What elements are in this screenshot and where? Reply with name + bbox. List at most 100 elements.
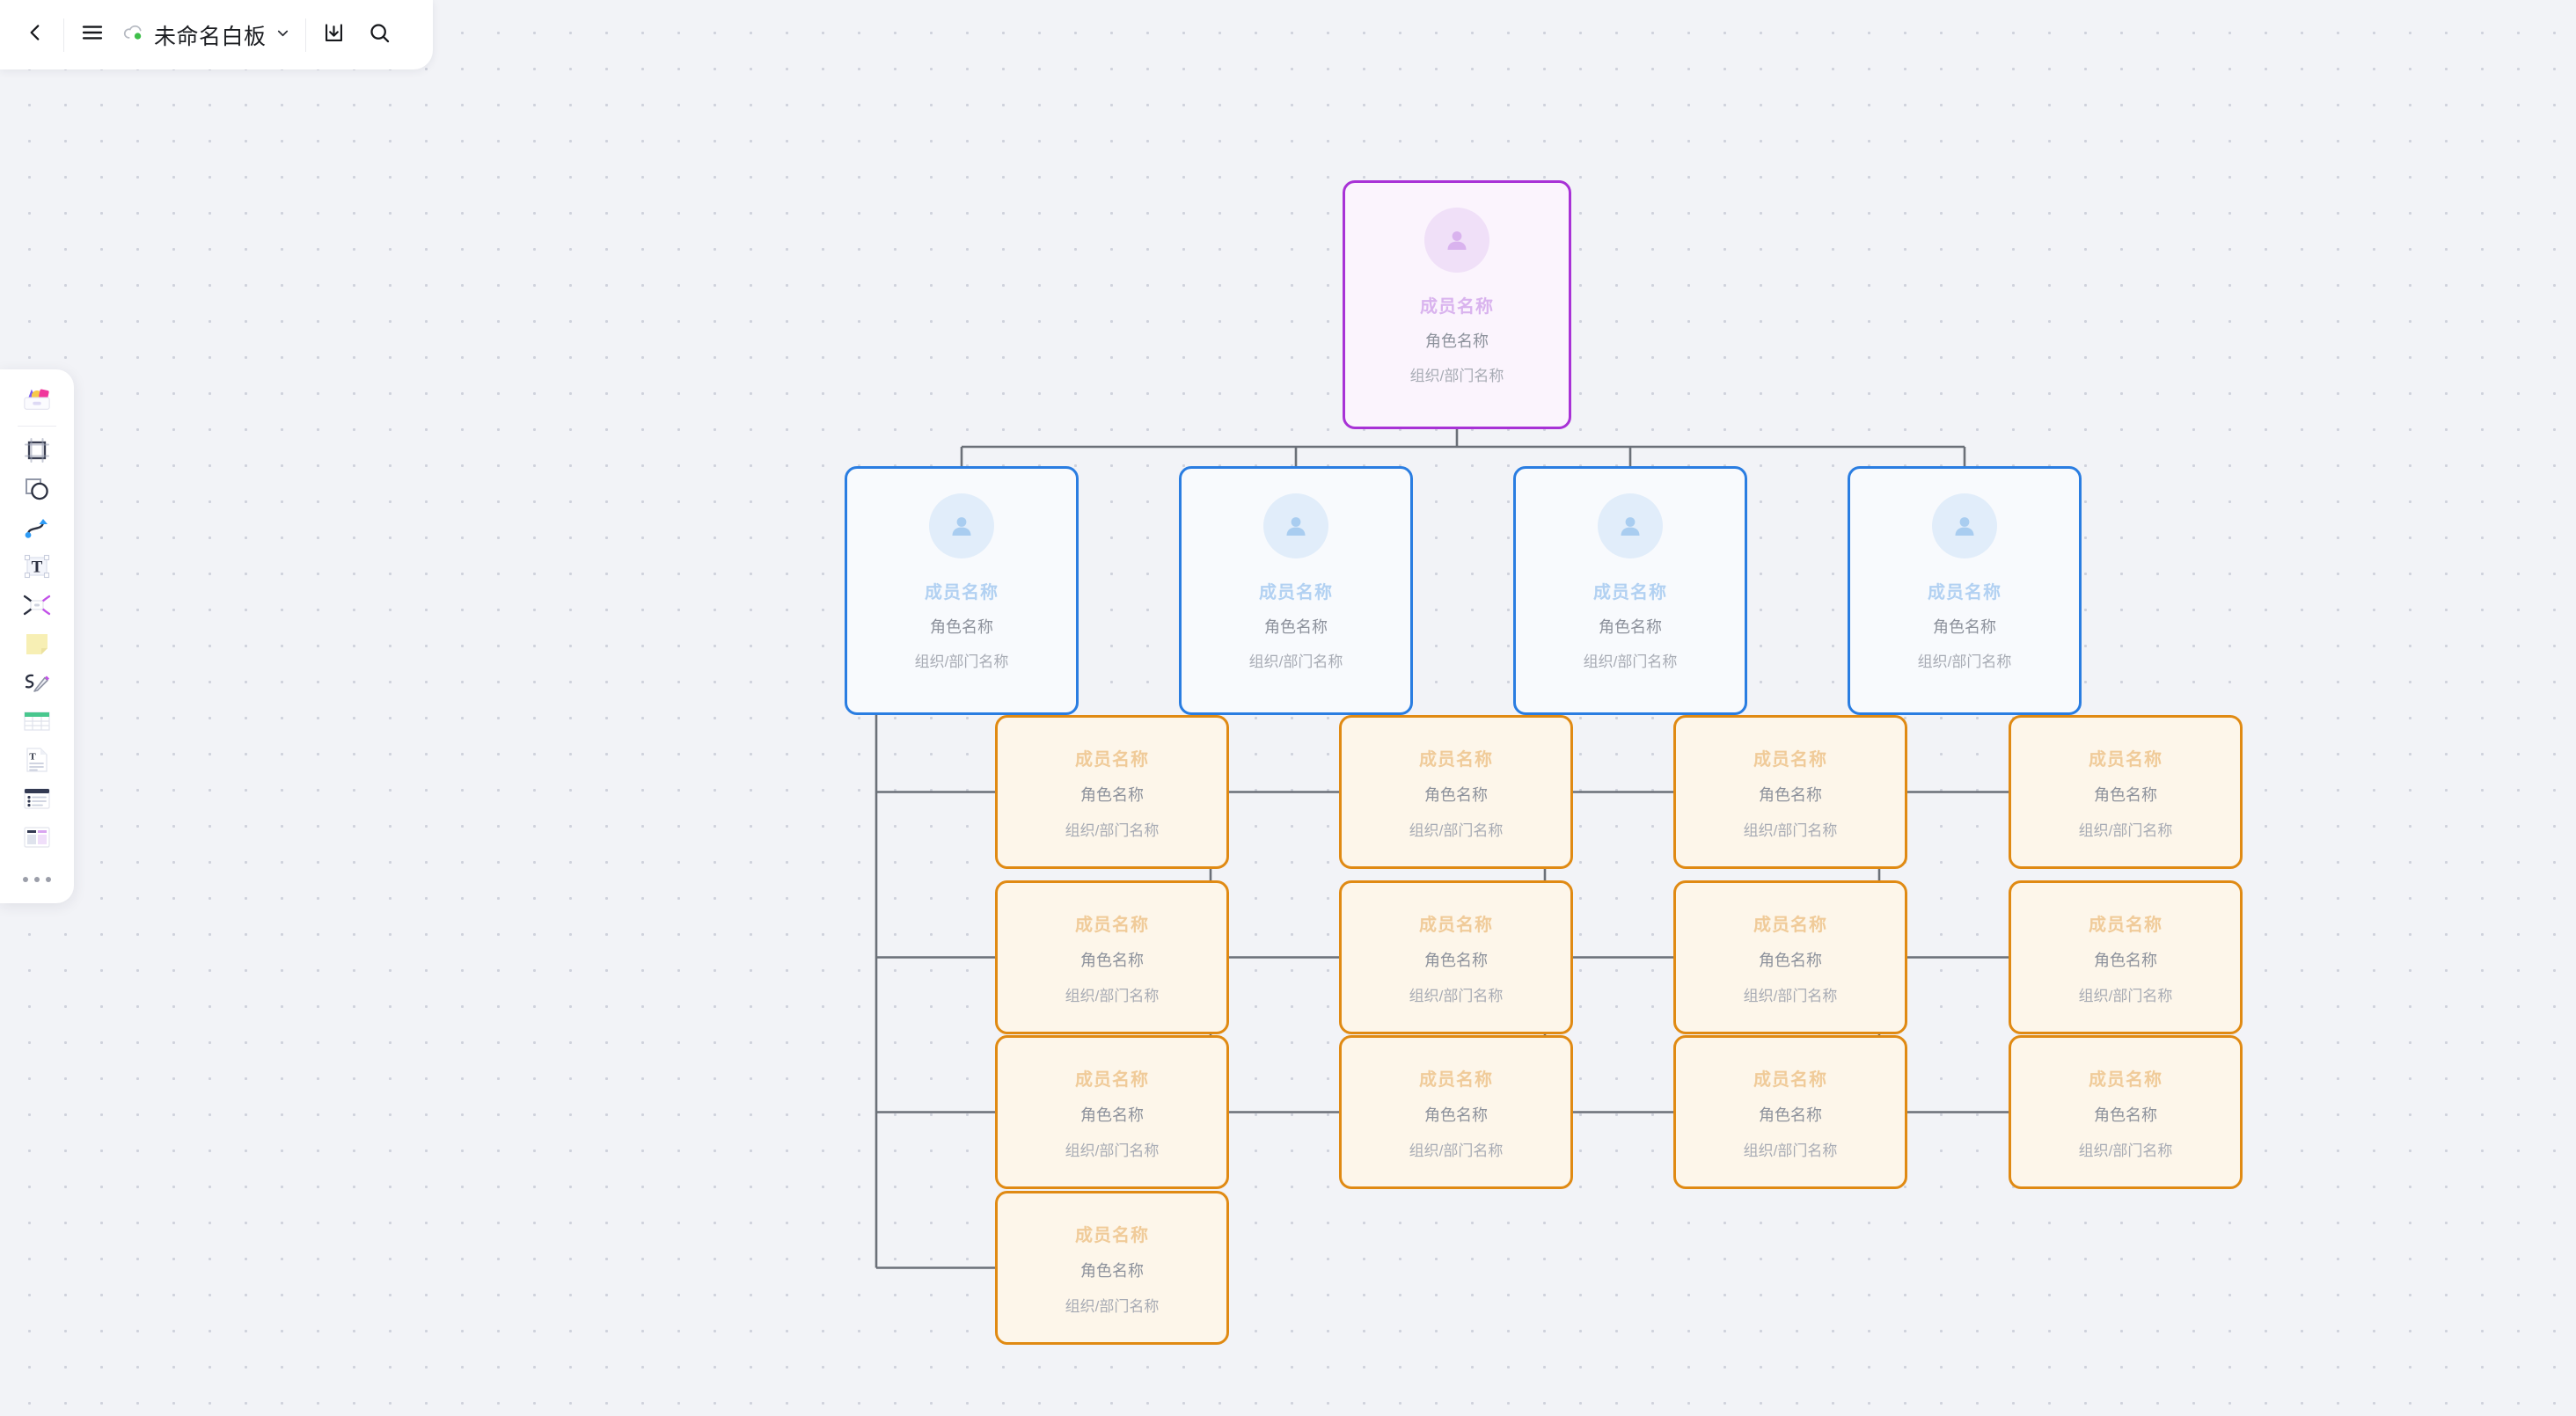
node-member-name: 成员名称 (1753, 1069, 1827, 1090)
curve-arrow-icon (22, 514, 52, 546)
chevron-down-icon[interactable] (274, 25, 291, 46)
frame-icon (22, 435, 52, 470)
sticky-note-icon-button[interactable] (9, 627, 65, 664)
node-org-name: 组织/部门名称 (1409, 368, 1504, 384)
node-member-name: 成员名称 (1075, 915, 1149, 935)
org-node-l3-1-3[interactable]: 成员名称角色名称组织/部门名称 (995, 1035, 1229, 1189)
text-box-icon: T (22, 552, 52, 585)
node-role-name: 角色名称 (1933, 618, 1996, 636)
node-member-name: 成员名称 (1075, 749, 1149, 770)
node-role-name: 角色名称 (1424, 785, 1488, 804)
org-node-l2-3[interactable]: 成员名称角色名称组织/部门名称 (1513, 466, 1747, 715)
node-role-name: 角色名称 (1080, 1106, 1144, 1124)
document-title-group[interactable]: 未命名白板 (115, 12, 300, 58)
node-role-name: 角色名称 (1080, 785, 1144, 804)
frame-icon-button[interactable] (9, 434, 65, 471)
table-icon (22, 709, 52, 738)
node-member-name: 成员名称 (1419, 915, 1493, 935)
org-node-l2-1[interactable]: 成员名称角色名称组织/部门名称 (845, 466, 1079, 715)
connector-node-icon (21, 592, 53, 623)
node-org-name: 组织/部门名称 (1065, 1297, 1160, 1315)
node-role-name: 角色名称 (1759, 951, 1822, 969)
org-node-l3-2-2[interactable]: 成员名称角色名称组织/部门名称 (1339, 880, 1573, 1034)
more-dot-3 (46, 877, 51, 882)
table-icon-button[interactable] (9, 704, 65, 741)
doc-text-icon-button[interactable]: T (9, 743, 65, 780)
org-node-l3-3-2[interactable]: 成员名称角色名称组织/部门名称 (1673, 880, 1907, 1034)
node-role-name: 角色名称 (2094, 1106, 2157, 1124)
node-org-name: 组织/部门名称 (1917, 653, 2012, 670)
node-role-name: 角色名称 (930, 618, 993, 636)
avatar (1598, 493, 1663, 558)
node-role-name: 角色名称 (2094, 951, 2157, 969)
node-member-name: 成员名称 (1753, 749, 1827, 770)
node-role-name: 角色名称 (1080, 1261, 1144, 1280)
node-member-name: 成员名称 (1419, 749, 1493, 770)
pen-scribble-icon-button[interactable] (9, 666, 65, 703)
document-title: 未命名白板 (154, 24, 267, 49)
node-org-name: 组织/部门名称 (1409, 1142, 1504, 1159)
kanban-icon-button[interactable] (9, 821, 65, 858)
node-role-name: 角色名称 (1759, 785, 1822, 804)
org-node-l3-4-3[interactable]: 成员名称角色名称组织/部门名称 (2009, 1035, 2243, 1189)
avatar (1932, 493, 1997, 558)
node-member-name: 成员名称 (2089, 915, 2163, 935)
search-button[interactable] (357, 12, 403, 58)
shapes-icon-button[interactable] (9, 472, 65, 509)
text-box-icon-button[interactable]: T (9, 550, 65, 587)
svg-text:T: T (32, 558, 43, 576)
node-org-name: 组织/部门名称 (2078, 987, 2173, 1004)
org-node-l2-4[interactable]: 成员名称角色名称组织/部门名称 (1848, 466, 2082, 715)
back-button[interactable] (12, 12, 58, 58)
sticky-note-icon (23, 631, 51, 661)
more-tools-button[interactable] (9, 865, 65, 894)
node-member-name: 成员名称 (1593, 583, 1667, 602)
node-role-name: 角色名称 (1425, 332, 1489, 350)
org-node-l3-1-1[interactable]: 成员名称角色名称组织/部门名称 (995, 715, 1229, 869)
node-role-name: 角色名称 (1424, 951, 1488, 969)
node-role-name: 角色名称 (1080, 951, 1144, 969)
shapes-tray-icon (20, 383, 54, 418)
node-org-name: 组织/部门名称 (1065, 1142, 1160, 1159)
node-role-name: 角色名称 (2094, 785, 2157, 804)
toolbar-divider-2 (304, 18, 306, 52)
menu-button[interactable] (70, 12, 115, 58)
svg-text:T: T (29, 751, 36, 762)
node-role-name: 角色名称 (1599, 618, 1662, 636)
kanban-icon (22, 825, 52, 854)
node-org-name: 组织/部门名称 (2078, 1142, 2173, 1159)
curve-arrow-icon-button[interactable] (9, 511, 65, 548)
export-button[interactable] (311, 12, 357, 58)
node-org-name: 组织/部门名称 (1743, 987, 1838, 1004)
node-member-name: 成员名称 (1419, 1069, 1493, 1090)
org-node-l3-4-1[interactable]: 成员名称角色名称组织/部门名称 (2009, 715, 2243, 869)
export-download-icon (322, 21, 346, 49)
shapes-icon (22, 475, 52, 507)
org-node-l3-4-2[interactable]: 成员名称角色名称组织/部门名称 (2009, 880, 2243, 1034)
avatar (1424, 208, 1489, 273)
back-chevron-icon (24, 21, 47, 48)
avatar (929, 493, 994, 558)
org-node-l3-3-3[interactable]: 成员名称角色名称组织/部门名称 (1673, 1035, 1907, 1189)
more-dot-2 (34, 877, 40, 882)
more-dot-1 (23, 877, 28, 882)
org-node-l3-2-1[interactable]: 成员名称角色名称组织/部门名称 (1339, 715, 1573, 869)
org-node-l2-2[interactable]: 成员名称角色名称组织/部门名称 (1179, 466, 1413, 715)
list-card-icon-button[interactable] (9, 782, 65, 819)
org-node-l3-3-1[interactable]: 成员名称角色名称组织/部门名称 (1673, 715, 1907, 869)
node-member-name: 成员名称 (2089, 749, 2163, 770)
doc-text-icon: T (24, 746, 50, 778)
node-org-name: 组织/部门名称 (1409, 821, 1504, 839)
node-member-name: 成员名称 (925, 583, 999, 602)
org-node-l3-1-4[interactable]: 成员名称角色名称组织/部门名称 (995, 1191, 1229, 1345)
shapes-tray-icon-button[interactable] (9, 382, 65, 419)
org-node-l3-2-3[interactable]: 成员名称角色名称组织/部门名称 (1339, 1035, 1573, 1189)
org-node-l3-1-2[interactable]: 成员名称角色名称组织/部门名称 (995, 880, 1229, 1034)
node-role-name: 角色名称 (1264, 618, 1328, 636)
search-icon (368, 21, 392, 49)
connector-node-icon-button[interactable] (9, 588, 65, 625)
node-role-name: 角色名称 (1424, 1106, 1488, 1124)
org-node-root[interactable]: 成员名称角色名称组织/部门名称 (1343, 180, 1571, 429)
top-bar: 未命名白板 (0, 0, 433, 69)
